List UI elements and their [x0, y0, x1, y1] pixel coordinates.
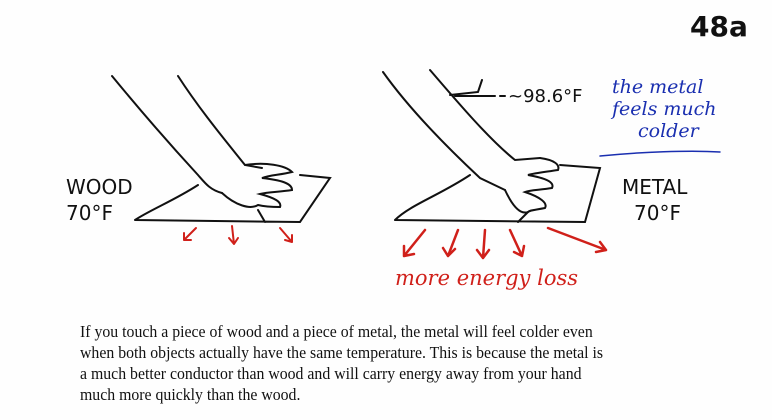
wood-name: WOOD	[66, 175, 133, 199]
metal-temp: 70°F	[634, 201, 681, 225]
metal-arrows	[402, 226, 608, 260]
wood-hand-fingers	[221, 162, 294, 209]
wood-arrows	[183, 225, 293, 245]
explanation-paragraph: If you touch a piece of wood and a piece…	[80, 321, 712, 405]
body-temp-label: ~98.6°F	[508, 86, 583, 107]
note-line: colder	[638, 120, 699, 142]
wood-temp: 70°F	[66, 201, 113, 225]
paragraph-line: a much better conductor than wood and wi…	[80, 364, 582, 383]
note-line: the metal	[612, 76, 704, 98]
metal-arm-lower-line	[429, 69, 541, 162]
metal-name: METAL	[622, 175, 688, 199]
metal-arm-upper-line	[382, 71, 506, 191]
note-line: feels much	[612, 98, 717, 120]
wood-hand-illustration	[111, 75, 332, 224]
wood-slab	[134, 174, 332, 224]
metal-hand-illustration	[382, 69, 602, 224]
wood-arm-upper-line	[111, 75, 223, 194]
note-text: the metal feels much colder	[612, 76, 717, 142]
arrow	[183, 227, 197, 241]
arrow	[508, 228, 526, 258]
energy-loss-label: more energy loss	[395, 266, 579, 290]
page-number: 48a	[690, 10, 748, 43]
arrow	[228, 225, 239, 245]
wood-arm-lower-line	[177, 75, 263, 169]
metal-slab	[394, 79, 602, 224]
paragraph-line: when both objects actually have the same…	[80, 343, 604, 362]
paragraph-line: If you touch a piece of wood and a piece…	[80, 322, 593, 341]
metal-label: METAL 70°F	[622, 174, 687, 226]
arrow	[441, 228, 460, 258]
wood-label: WOOD 70°F	[66, 174, 133, 226]
metal-hand-fingers	[504, 157, 560, 214]
arrow	[279, 227, 293, 243]
paragraph-line: much more quickly than the wood.	[80, 385, 301, 404]
arrow	[546, 226, 608, 254]
arrow	[475, 228, 491, 260]
underline	[599, 150, 721, 157]
arrow	[402, 228, 427, 258]
